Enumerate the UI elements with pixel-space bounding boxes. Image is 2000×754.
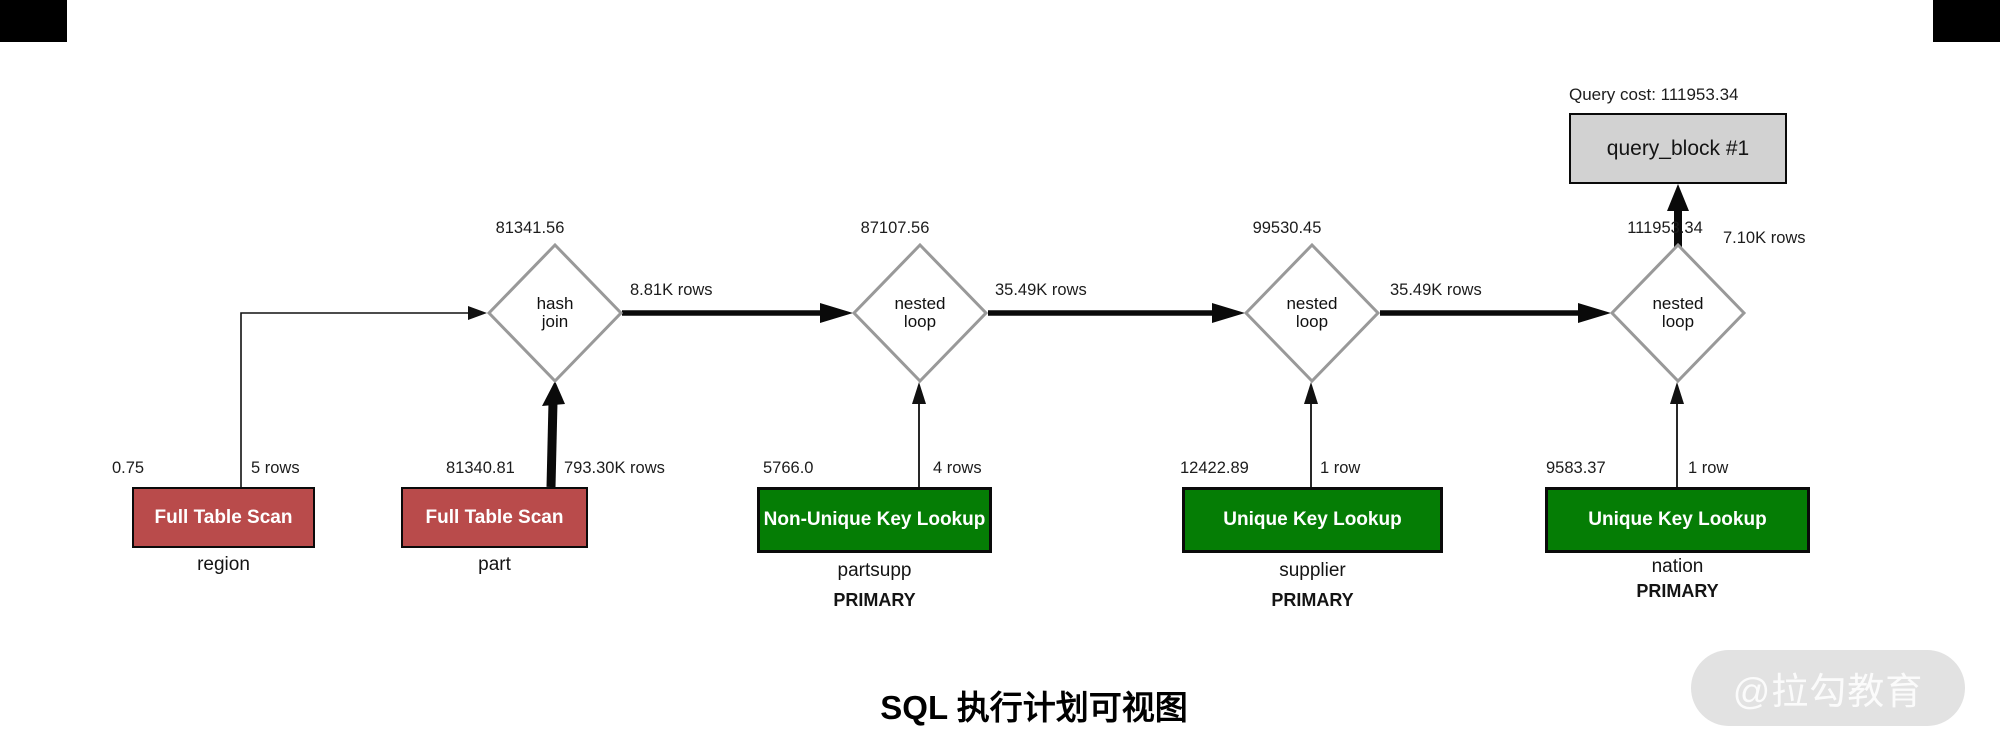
watermark-text: @拉勾教育 (1732, 671, 1924, 712)
node-label-line-1: hash (536, 294, 574, 313)
node-full-table-scan-part[interactable]: Full Table Scan (401, 487, 588, 548)
node-unique-key-lookup-supplier[interactable]: Unique Key Lookup (1182, 487, 1443, 553)
query-block-node[interactable]: query_block #1 (1569, 113, 1787, 184)
rows-label-nation: 1 row (1688, 459, 1729, 477)
node-label-line-1: nested (894, 294, 946, 313)
index-label-supplier: PRIMARY (1271, 590, 1354, 610)
node-label-line-2: loop (1661, 312, 1695, 331)
edge-nation-arrowhead-icon (1670, 382, 1684, 404)
hash-join-node-label: hash join (489, 295, 621, 331)
table-name-nation: nation (1651, 556, 1704, 577)
cost-label-region: 0.75 (112, 459, 145, 477)
node-label-line-1: nested (1652, 294, 1704, 313)
rows-label-hash-to-nested1: 8.81K rows (630, 281, 713, 299)
node-operation-label: Unique Key Lookup (1588, 509, 1767, 530)
index-label-partsupp: PRIMARY (833, 590, 916, 610)
rows-label-part: 793.30K rows (564, 459, 665, 477)
edge-nested-loop-1-arrowhead-icon (1212, 303, 1245, 323)
edge-part-arrowhead-icon (542, 381, 565, 406)
table-name-part: part (478, 554, 511, 575)
nested-loop-2-node-label: nested loop (1246, 295, 1378, 331)
rows-label-nested2-to-nested3: 35.49K rows (1390, 281, 1482, 299)
nested-loop-3-cost-label: 111953.34 (1627, 219, 1703, 237)
black-corner-top-left (0, 0, 67, 42)
edge-region-to-hash-join (240, 312, 469, 487)
diagram-caption: SQL 执行计划可视图 (880, 689, 1188, 726)
node-full-table-scan-region[interactable]: Full Table Scan (132, 487, 315, 548)
hash-join-cost-label: 81341.56 (495, 219, 565, 237)
cost-label-nation: 9583.37 (1546, 459, 1606, 477)
rows-label-region: 5 rows (251, 459, 300, 477)
node-operation-label: Full Table Scan (425, 506, 564, 528)
cost-label-supplier: 12422.89 (1180, 459, 1249, 477)
cost-label-part: 81340.81 (446, 459, 515, 477)
nested-loop-2-cost-label: 99530.45 (1252, 219, 1322, 237)
query-cost-label: Query cost: 111953.34 (1569, 85, 1739, 104)
nested-loop-1-cost-label: 87107.56 (860, 219, 930, 237)
rows-label-nested3-to-query-block: 7.10K rows (1723, 229, 1806, 247)
edge-supplier-arrowhead-icon (1304, 382, 1318, 404)
nested-loop-3-diamond-node[interactable] (1609, 242, 1747, 384)
node-operation-label: Non-Unique Key Lookup (763, 509, 986, 530)
edge-query-block-arrowhead-icon (1667, 184, 1689, 211)
rows-label-partsupp: 4 rows (933, 459, 982, 477)
black-corner-top-right (1933, 0, 2000, 42)
node-label-line-2: loop (1295, 312, 1329, 331)
query-block-label: query_block #1 (1606, 136, 1750, 160)
edge-hash-join-arrowhead-icon (820, 303, 853, 323)
nested-loop-1-node-label: nested loop (854, 295, 986, 331)
table-name-partsupp: partsupp (837, 560, 912, 581)
rows-label-nested1-to-nested2: 35.49K rows (995, 281, 1087, 299)
node-operation-label: Full Table Scan (154, 506, 293, 528)
index-label-nation: PRIMARY (1636, 581, 1719, 601)
edge-partsupp-arrowhead-icon (912, 382, 926, 404)
node-operation-label: Unique Key Lookup (1223, 509, 1402, 530)
cost-label-partsupp: 5766.0 (763, 459, 814, 477)
node-unique-key-lookup-nation[interactable]: Unique Key Lookup (1545, 487, 1810, 553)
table-name-region: region (197, 554, 250, 575)
table-name-supplier: supplier (1279, 560, 1346, 581)
watermark-badge: @拉勾教育 (1691, 650, 1965, 726)
edge-region-arrowhead-icon (468, 306, 487, 320)
node-non-unique-key-lookup-partsupp[interactable]: Non-Unique Key Lookup (757, 487, 992, 553)
nested-loop-2-diamond-node[interactable] (1243, 242, 1381, 384)
node-label-line-2: loop (903, 312, 937, 331)
node-label-line-1: nested (1286, 294, 1338, 313)
edge-nested-loop-2-arrowhead-icon (1578, 303, 1611, 323)
rows-label-supplier: 1 row (1320, 459, 1361, 477)
edge-part-to-hash-join (546, 401, 558, 488)
nested-loop-1-diamond-node[interactable] (851, 242, 989, 384)
nested-loop-3-node-label: nested loop (1612, 295, 1744, 331)
node-label-line-2: join (541, 312, 569, 331)
hash-join-diamond-node[interactable] (486, 242, 624, 384)
